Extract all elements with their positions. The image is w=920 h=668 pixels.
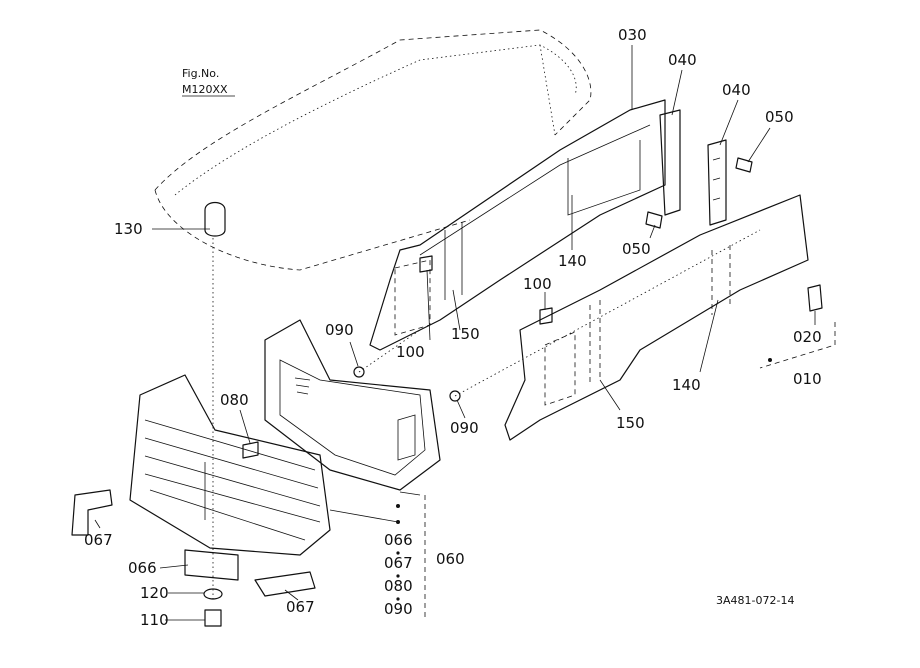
- callout-140-a: 140: [558, 252, 587, 270]
- callout-050-b: 050: [765, 108, 794, 126]
- side-panel-upper: [369, 99, 666, 351]
- bolt-100-a: [419, 255, 433, 273]
- pad-067-right: [254, 571, 316, 597]
- fig-no-value: M120XX: [182, 83, 228, 96]
- hood: [154, 29, 592, 271]
- callout-090-b: 090: [450, 419, 479, 437]
- bolt-050-b: [735, 157, 753, 173]
- group-010-bracket: [759, 322, 836, 369]
- callout-130: 130: [114, 220, 143, 238]
- callout-080: 080: [220, 391, 249, 409]
- callout-100-b: 100: [523, 275, 552, 293]
- nut-090-b: [449, 390, 461, 402]
- bolt-110: [204, 609, 222, 627]
- group-060-item-1: 066: [384, 531, 413, 549]
- pad-067-left: [71, 489, 113, 536]
- leader-lines: [94, 45, 816, 621]
- drawing-code: 3A481-072-14: [716, 594, 794, 607]
- front-grille: [129, 374, 331, 556]
- nut-090-a: [353, 366, 365, 378]
- callout-090-a: 090: [325, 321, 354, 339]
- front-panel: [264, 319, 441, 491]
- callout-120: 120: [140, 584, 169, 602]
- callout-067-b: 067: [286, 598, 315, 616]
- fig-no-label: Fig.No.: [182, 67, 219, 80]
- callout-010: 010: [793, 370, 822, 388]
- pad-066: [184, 549, 239, 581]
- bolt-100-b: [539, 307, 553, 325]
- callout-020: 020: [793, 328, 822, 346]
- callout-060: 060: [436, 550, 465, 568]
- callout-100-a: 100: [396, 343, 425, 361]
- callout-150-a: 150: [451, 325, 480, 343]
- side-panel-lower: [504, 194, 823, 441]
- bolt-050-a: [645, 211, 663, 229]
- callout-140-b: 140: [672, 376, 701, 394]
- callout-066: 066: [128, 559, 157, 577]
- callout-150-b: 150: [616, 414, 645, 432]
- callout-050-a: 050: [622, 240, 651, 258]
- bracket-040-a: [659, 109, 681, 216]
- group-060-item-3: 080: [384, 577, 413, 595]
- callout-030: 030: [618, 26, 647, 44]
- group-060-item-4: 090: [384, 600, 413, 618]
- callout-110: 110: [140, 611, 169, 629]
- callout-040-a: 040: [668, 51, 697, 69]
- callout-040-b: 040: [722, 81, 751, 99]
- group-060-item-2: 067: [384, 554, 413, 572]
- callout-067-a: 067: [84, 531, 113, 549]
- bracket-040-b: [707, 139, 727, 226]
